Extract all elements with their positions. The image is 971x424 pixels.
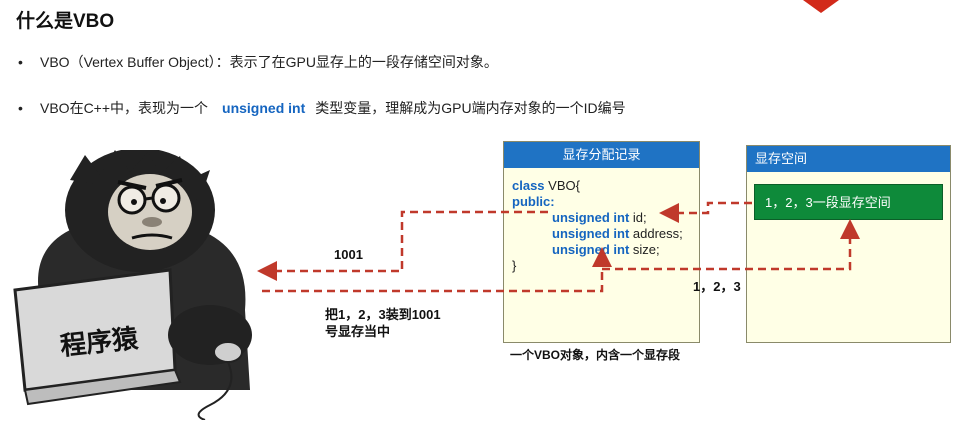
page-title: 什么是VBO — [16, 11, 115, 32]
bullet-dot: • — [18, 100, 23, 116]
memory-box-header: 显存空间 — [747, 146, 950, 172]
memory-segment-block: 1，2，3一段显存空间 — [754, 184, 943, 220]
vbo-code: class VBO{ public: unsigned int id; unsi… — [512, 178, 683, 274]
programmer-monkey-illustration — [13, 150, 252, 420]
bullet-text: VBO（Vertex Buffer Object）：表示了在GPU显存上的一段存… — [40, 54, 498, 70]
bullet-dot: • — [18, 54, 23, 70]
label-action-line1: 把1，2，3装到1001 — [325, 307, 441, 322]
vbo-record-box: 显存分配记录 class VBO{ public: unsigned int i… — [503, 141, 700, 343]
gpu-memory-box: 显存空间 — [746, 145, 951, 343]
arrow-id-to-programmer — [257, 210, 548, 281]
label-data-values: 1，2，3 — [693, 279, 741, 294]
code-class-name: VBO{ — [544, 178, 580, 193]
code-type: unsigned int — [552, 226, 630, 241]
corner-decoration — [803, 0, 839, 13]
arrow-vbo-to-memory — [602, 219, 860, 271]
label-action-line2: 号显存当中 — [325, 324, 391, 339]
vbo-caption: 一个VBO对象，内含一个显存段 — [510, 348, 681, 362]
bullet-vbo-definition: • VBO（Vertex Buffer Object）：表示了在GPU显存上的一… — [18, 52, 498, 72]
vbo-box-header: 显存分配记录 — [504, 142, 699, 168]
code-field-size: size; — [629, 242, 660, 257]
code-keyword-class: class — [512, 178, 545, 193]
bullet-suffix: 类型变量，理解成为GPU端内存对象的一个ID编号 — [315, 100, 626, 116]
arrow-memory-to-id — [659, 201, 752, 223]
bullet-prefix: VBO在C++中，表现为一个 — [40, 100, 209, 116]
code-field-address: address; — [629, 226, 683, 241]
bullet-vbo-cpp: • VBO在C++中，表现为一个 unsigned int 类型变量，理解成为G… — [18, 98, 626, 118]
arrow-programmer-to-vbo — [262, 247, 612, 293]
code-close-brace: } — [512, 258, 517, 273]
code-field-id: id; — [629, 210, 647, 225]
code-public: public: — [512, 194, 555, 209]
label-id-value: 1001 — [334, 247, 363, 262]
bullet-keyword: unsigned int — [222, 100, 306, 116]
code-type: unsigned int — [552, 210, 630, 225]
